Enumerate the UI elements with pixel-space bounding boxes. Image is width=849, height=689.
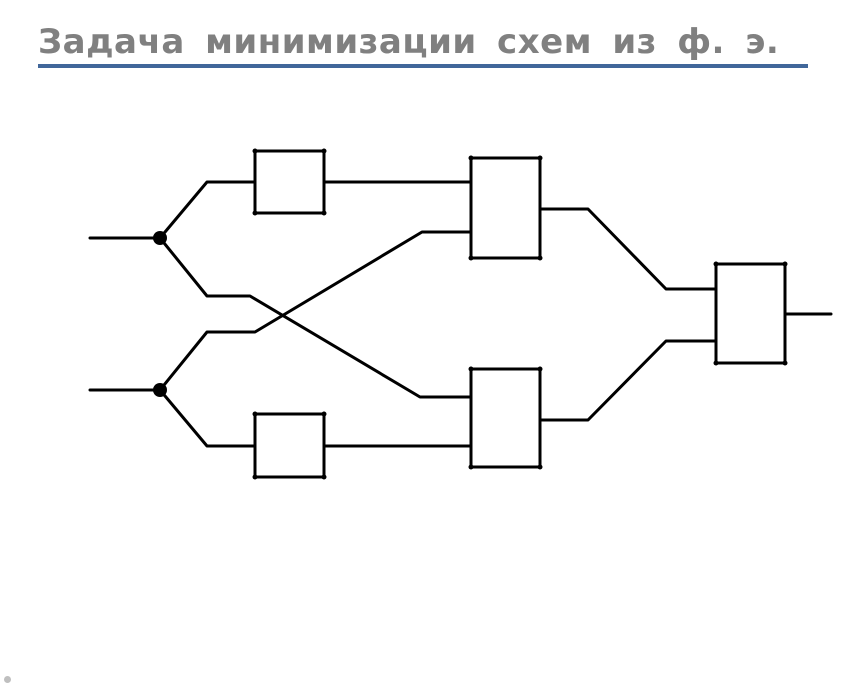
wire-branch-top-to-gate-a-top	[158, 180, 257, 240]
wire-branch-bottom-to-gate-b-top	[158, 230, 473, 392]
wire-branch-bottom-to-gate-a-bottom	[158, 388, 257, 448]
bullet-point	[4, 676, 11, 683]
gate-corner-dots	[252, 148, 788, 480]
wire-branch-top-to-gate-b-bottom	[158, 236, 473, 399]
wire-gate-b-bottom-to-gate-c	[538, 339, 718, 422]
gate-a-bottom	[253, 412, 326, 479]
gate-a-top	[253, 149, 326, 215]
slide-title: Задача минимизации схем из ф. э.	[38, 22, 780, 62]
wire-gate-b-top-to-gate-c	[538, 207, 718, 291]
gate-b-bottom	[469, 367, 542, 469]
title-underline	[38, 64, 808, 68]
gate-c	[714, 262, 787, 365]
gate-b-top	[469, 156, 542, 260]
